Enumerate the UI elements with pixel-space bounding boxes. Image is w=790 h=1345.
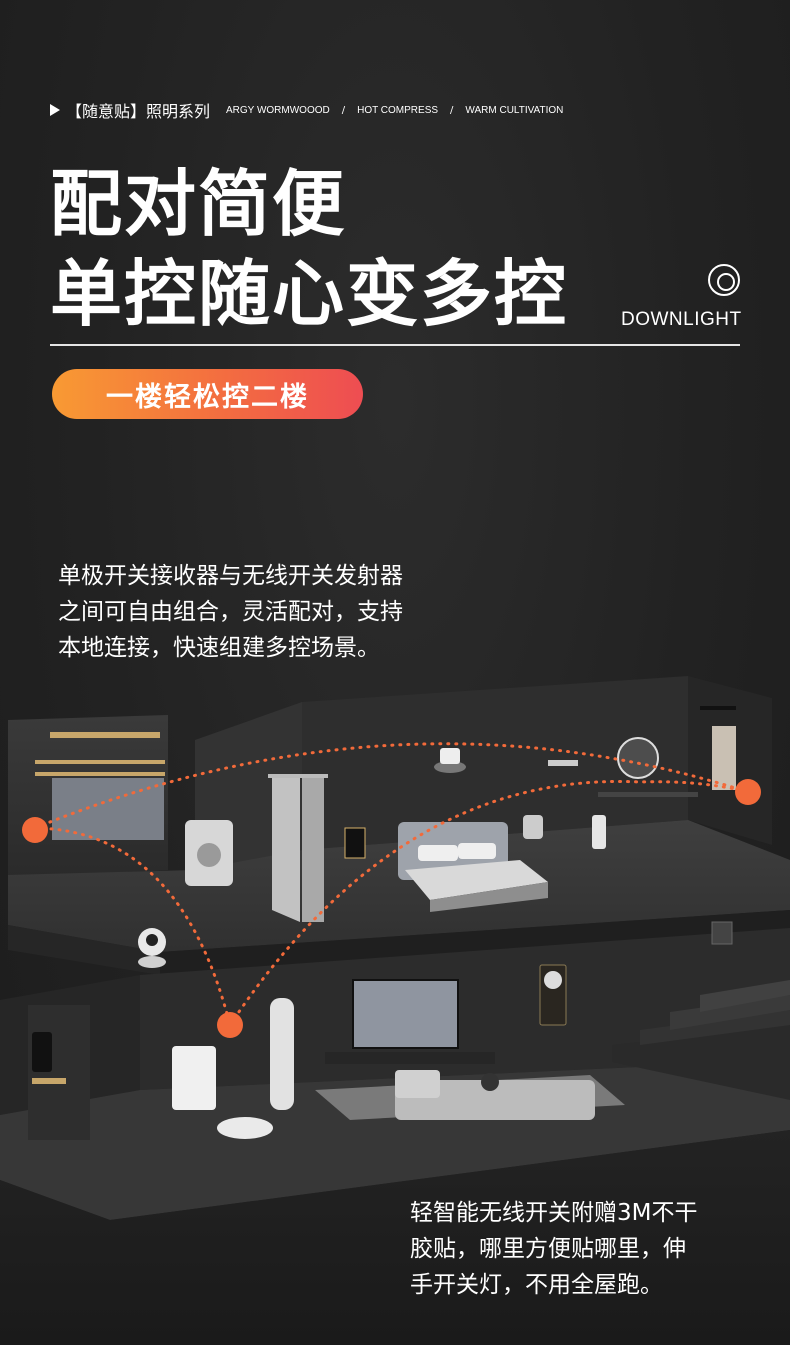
wall-devices [344,706,736,1026]
breadcrumb-item: HOT COMPRESS [357,104,439,116]
feature-badge: 一楼轻松控二楼 [52,369,363,419]
signal-dot [735,779,761,805]
headline-line-1: 配对简便 [50,162,347,246]
stairs [612,980,790,1100]
description-line: 之间可自由组合，灵活配对，支持 [58,599,403,625]
tower-fan [270,998,294,1110]
downlight-label: DOWNLIGHT [621,309,742,330]
sofa [315,1070,625,1120]
description-line: 单极开关接收器与无线开关发射器 [58,563,403,589]
description-top: 单极开关接收器与无线开关发射器 之间可自由组合，灵活配对，支持 本地连接，快速组… [58,558,478,666]
headline-line-2: 单控随心变多控 [50,252,569,336]
breadcrumb-separator: / [341,104,346,116]
washing-machine [185,820,233,886]
description-line: 胶贴，哪里方便贴哪里，伸 [410,1236,686,1262]
camera [138,928,166,968]
concentric-circle-icon [708,264,740,296]
television [325,979,495,1064]
description-line: 本地连接，快速组建多控场景。 [58,635,380,661]
breadcrumb: 【随意贴】照明系列 ARGY WORMWOOOD / HOT COMPRESS … [50,99,563,121]
description-bottom: 轻智能无线开关附赠3M不干 胶贴，哪里方便贴哪里，伸 手开关灯，不用全屋跑。 [410,1195,750,1303]
play-arrow-icon [50,104,60,116]
series-title: 【随意贴】照明系列 [66,102,211,121]
bed [398,822,548,912]
signal-dot [22,817,48,843]
breadcrumb-item: ARGY WORMWOOOD [226,104,330,116]
upper-floor-slab [8,820,790,975]
smart-home-illustration [0,676,790,1345]
description-line: 手开关灯，不用全屋跑。 [410,1272,663,1298]
signal-arcs [33,742,750,1027]
upper-floor-walls [8,676,772,880]
smart-lock [28,1005,90,1140]
breadcrumb-separator: / [450,104,454,116]
drying-rack [35,732,165,840]
signal-dot [217,1012,243,1038]
description-line: 轻智能无线开关附赠3M不干 [410,1200,698,1226]
robot-vacuum [172,1046,273,1139]
curtain [268,774,328,922]
divider [50,344,740,346]
signal-dots [22,779,761,1038]
downlight [434,748,466,773]
breadcrumb-item: WARM CULTIVATION [465,104,564,116]
switch-magnifier [592,737,698,849]
